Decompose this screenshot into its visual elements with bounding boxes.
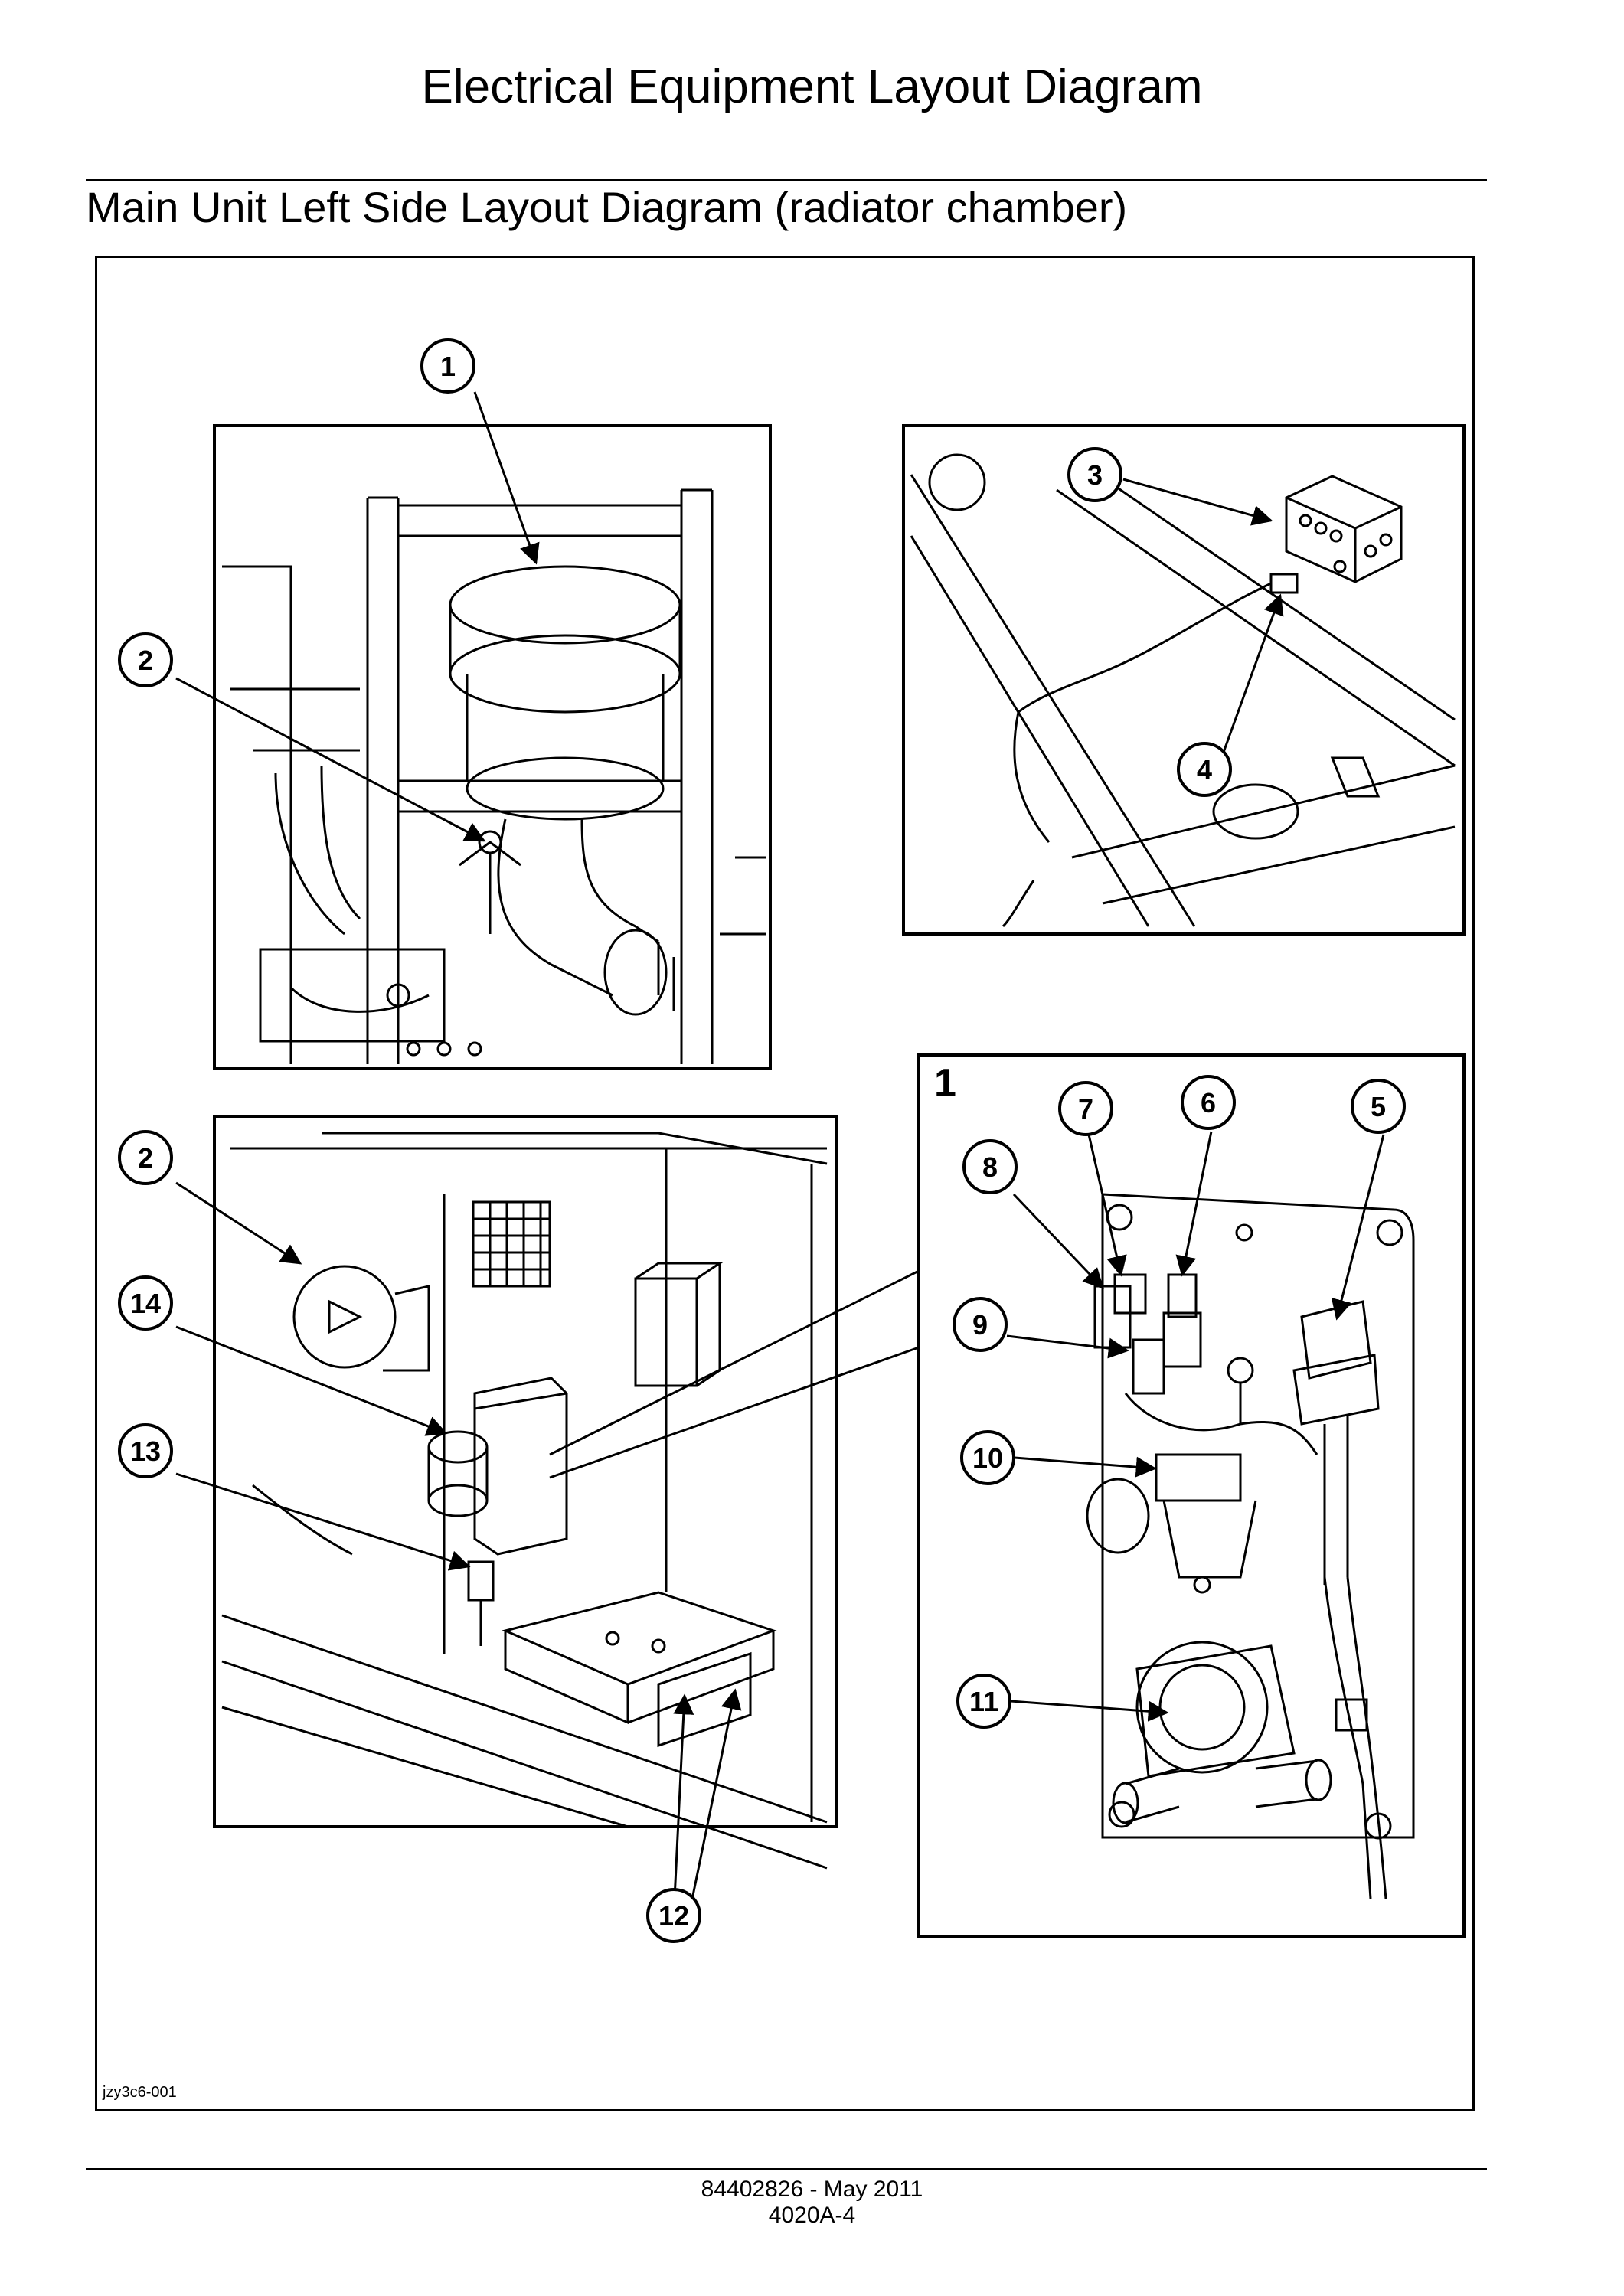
callout-label: 3 — [1087, 459, 1103, 491]
callout-label: 10 — [972, 1442, 1003, 1474]
callout-circle — [1351, 1079, 1406, 1134]
callout-circle — [1058, 1081, 1113, 1136]
callout-label: 13 — [130, 1435, 161, 1467]
callout-label: 12 — [658, 1900, 689, 1932]
callout-circle — [956, 1674, 1011, 1729]
callout-label: 9 — [972, 1309, 988, 1341]
callout-circle — [1181, 1075, 1236, 1130]
panel-top-left — [213, 424, 772, 1070]
callout-label: 2 — [138, 1142, 153, 1174]
callout-circle — [962, 1139, 1018, 1194]
callout-circle — [1067, 447, 1122, 502]
panel-bottom-left — [213, 1115, 838, 1870]
leader-lines — [175, 391, 1385, 1915]
figure-frame — [95, 256, 1475, 2111]
panel-detail-1: 1 — [917, 1053, 1466, 1938]
header-rule — [86, 179, 1487, 181]
callout-label: 1 — [440, 351, 456, 382]
callout-label: 2 — [138, 645, 153, 676]
callout-label: 6 — [1201, 1087, 1216, 1119]
callout-label: 7 — [1078, 1093, 1093, 1125]
callout-label: 5 — [1371, 1091, 1386, 1122]
figure-id: jzy3c6-001 — [103, 2084, 177, 2101]
callout-circle — [118, 1275, 173, 1331]
callout-circle — [960, 1430, 1015, 1485]
callout-circle — [646, 1888, 701, 1943]
callout-circle — [1177, 742, 1232, 797]
callout-circle — [118, 1130, 173, 1185]
detail-label: 1 — [934, 1061, 956, 1106]
detail-link — [549, 1269, 920, 1479]
callout-label: 8 — [982, 1151, 998, 1183]
footer-rule — [86, 2168, 1487, 2170]
callout-label: 14 — [130, 1288, 161, 1319]
panel-top-right — [902, 424, 1466, 936]
footer-doc-number: 84402826 - May 2011 — [701, 2177, 923, 2202]
callout-circle — [420, 338, 475, 394]
callout-label: 11 — [969, 1686, 998, 1717]
callout-circle — [118, 632, 173, 687]
callout-circle — [953, 1297, 1008, 1352]
section-title: Main Unit Left Side Layout Diagram (radi… — [86, 183, 1128, 231]
callout-circle — [118, 1423, 173, 1478]
page-title: Electrical Equipment Layout Diagram — [421, 60, 1203, 113]
footer-page-number: 4020A-4 — [768, 2203, 856, 2228]
callout-label: 4 — [1197, 754, 1212, 785]
